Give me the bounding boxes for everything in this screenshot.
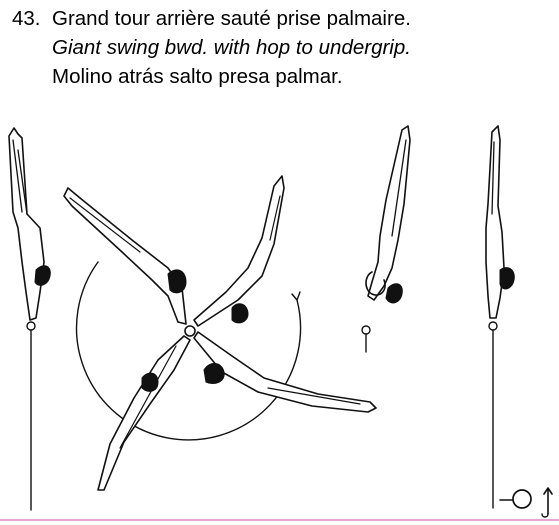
element-name-es: Molino atrás salto presa palmar. bbox=[52, 65, 343, 88]
element-name-fr: Grand tour arrière sauté prise palmaire. bbox=[52, 7, 411, 30]
gymnast-figure-start bbox=[8, 127, 51, 511]
undergrip-hop-symbol bbox=[499, 487, 553, 518]
gymnast-figure-end bbox=[485, 125, 515, 509]
gymnast-figure-lower-left bbox=[97, 335, 191, 491]
gymnast-figure-upper-left bbox=[63, 187, 187, 325]
gymnast-figure-lower-right bbox=[193, 331, 377, 413]
element-number: 43. bbox=[12, 7, 41, 30]
caption-line-fr: 43. Grand tour arrière sauté prise palmai… bbox=[12, 4, 552, 33]
bottom-rule bbox=[0, 519, 559, 521]
gymnast-figure-hop bbox=[361, 125, 411, 353]
gymnast-figure-upper-right bbox=[193, 175, 285, 327]
rotation-circle bbox=[75, 261, 302, 441]
element-caption: 43. Grand tour arrière sauté prise palmai… bbox=[12, 4, 552, 91]
central-bar bbox=[184, 325, 196, 337]
element-name-en: Giant swing bwd. with hop to undergrip. bbox=[52, 36, 411, 59]
